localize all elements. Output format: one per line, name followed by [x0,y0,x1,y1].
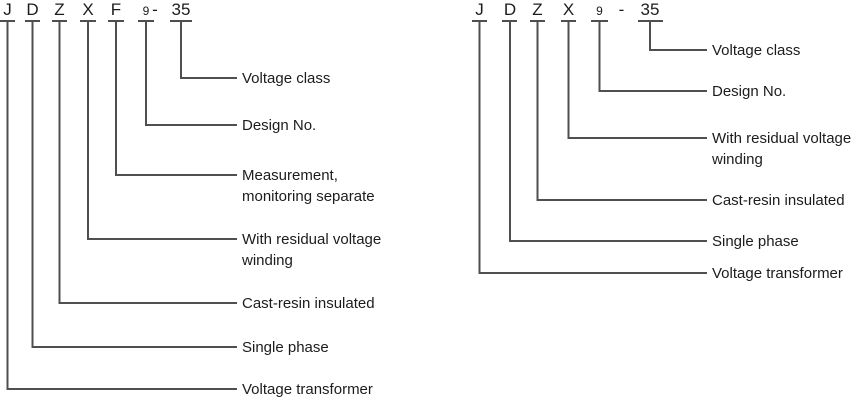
right-code-char-d: D [504,0,516,19]
left-label-residual-line2: winding [241,252,293,269]
left-label-voltage-class: Voltage class [242,70,330,87]
left-label-voltage-transformer: Voltage transformer [242,381,373,398]
left-label-design-no: Design No. [242,117,316,134]
left-label-cast-resin: Cast-resin insulated [242,295,375,312]
right-label-single-phase: Single phase [712,233,799,250]
right-connector-x [567,21,707,139]
left-label-measurement-line2: monitoring separate [242,188,375,205]
right-label-residual-line1: With residual voltage [712,130,851,147]
right-code-char-j: J [475,0,484,19]
left-code-char-35: 35 [172,0,191,19]
left-code-char-9: 9 [143,4,150,18]
left-label-single-phase: Single phase [242,339,329,356]
right-diagram: J D Z X 9 - 35 Voltage class Design No. [472,0,851,282]
left-code-char-d: D [26,0,38,19]
left-connector-j [6,21,237,390]
left-connector-z [58,21,237,304]
left-connector-f [115,21,237,176]
right-code-char-35: 35 [641,0,660,19]
right-connector-9 [598,21,707,92]
right-code-char-9: 9 [596,4,603,18]
left-code-dash: - [152,0,158,19]
right-code-dash: - [619,0,625,19]
right-label-voltage-transformer: Voltage transformer [712,265,843,282]
left-connector-x [87,21,237,240]
right-label-voltage-class: Voltage class [712,42,800,59]
right-connector-j [478,21,707,274]
right-code-char-x: X [563,0,574,19]
left-connector-d [31,21,237,348]
left-connector-9 [145,21,237,126]
left-code-char-x: X [82,0,93,19]
right-connector-35 [649,21,707,51]
right-label-residual-line2: winding [711,151,763,168]
right-connector-d [509,21,707,242]
right-label-design-no: Design No. [712,83,786,100]
left-label-residual-line1: With residual voltage [242,231,381,248]
left-code-char-z: Z [54,0,64,19]
right-label-cast-resin: Cast-resin insulated [712,192,845,209]
left-connector-35 [180,21,237,79]
right-connector-z [536,21,707,201]
left-code-char-f: F [111,0,121,19]
right-code-char-z: Z [532,0,542,19]
left-code-char-j: J [3,0,12,19]
left-label-measurement-line1: Measurement, [242,167,338,184]
left-diagram: J D Z X F 9 - 35 Voltage class [0,0,381,398]
